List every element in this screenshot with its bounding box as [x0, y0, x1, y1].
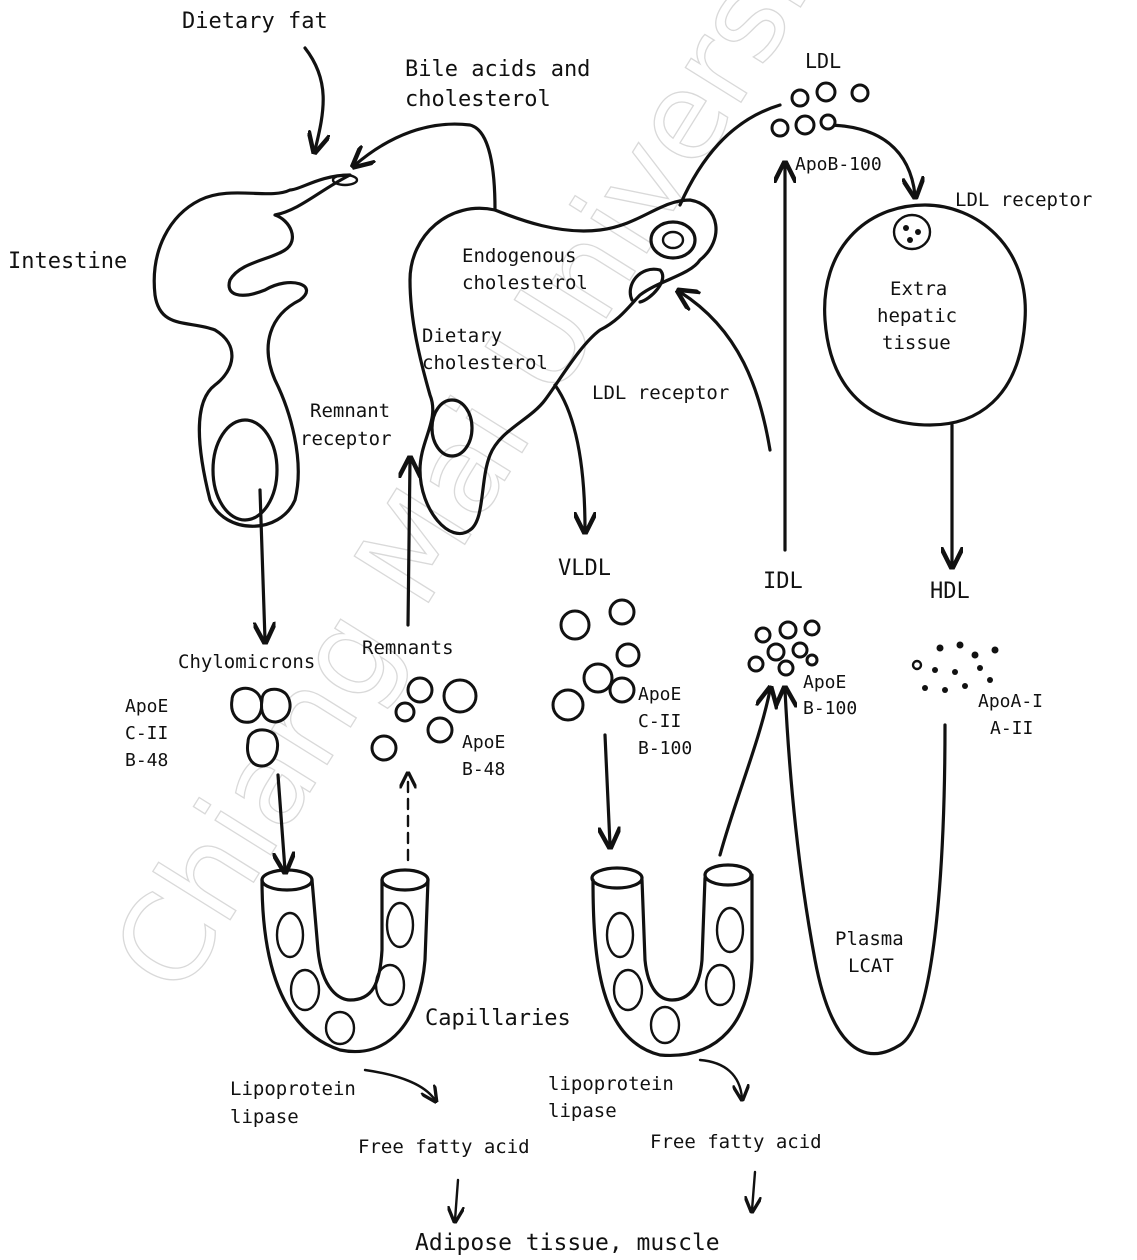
vldl-particles: [553, 600, 639, 720]
label-receptor: receptor: [300, 428, 392, 450]
capillary-left: [262, 870, 428, 1052]
label-capillaries: Capillaries: [425, 1006, 571, 1031]
label-hdl-apoa1: ApoA-I: [978, 691, 1043, 712]
label-apob100-top: ApoB-100: [795, 154, 882, 175]
label-hepatic: hepatic: [877, 305, 957, 327]
label-endogenous: Endogenous: [462, 245, 576, 267]
label-bile-cholesterol: cholesterol: [405, 87, 551, 112]
label-ldl-receptor-right: LDL receptor: [955, 189, 1092, 211]
arrow-dietary-fat: [305, 48, 323, 150]
label-idl-b100: B-100: [803, 698, 857, 719]
arrow-vldl-to-capillary: [605, 735, 610, 845]
label-idl: IDL: [763, 569, 803, 594]
label-ffa-right: Free fatty acid: [650, 1131, 822, 1153]
label-dietary: Dietary: [422, 325, 502, 347]
label-vldl-apoe: ApoE: [638, 684, 681, 705]
arrow-remnants-to-liver: [408, 460, 410, 625]
label-lcat: LCAT: [848, 955, 894, 977]
label-adipose: Adipose tissue, muscle: [415, 1230, 720, 1256]
label-ldl-top: LDL: [805, 49, 841, 73]
label-chylo-apoe: ApoE: [125, 696, 168, 717]
label-rem-apoe: ApoE: [462, 732, 505, 753]
capillary-right: [592, 865, 752, 1055]
watermark-text: Chiang Mai University: [87, 0, 900, 1015]
label-vldl-b100: B-100: [638, 738, 692, 759]
arrow-ffa-left: [365, 1070, 435, 1100]
label-lipase-left: lipase: [230, 1106, 299, 1128]
hdl-particles: [913, 642, 999, 694]
label-dietary-fat: Dietary fat: [182, 9, 328, 34]
label-lipase-right: lipase: [548, 1100, 617, 1122]
arrow-ffa-left-to-adipose: [455, 1180, 458, 1220]
label-dietary-cholesterol: cholesterol: [422, 352, 548, 374]
arrow-hdl-lcat-loop: [785, 690, 945, 1054]
label-tissue: tissue: [882, 332, 951, 354]
arrow-bile-acids: [355, 124, 495, 210]
watermark: Chiang Mai University: [87, 0, 900, 1015]
arrow-ffa-right-to-adipose: [752, 1172, 755, 1210]
label-plasma: Plasma: [835, 928, 904, 950]
label-vldl: VLDL: [558, 556, 611, 581]
label-endogenous-cholesterol: cholesterol: [462, 272, 588, 294]
label-lipoprotein-left: Lipoprotein: [230, 1078, 356, 1100]
label-ldl-receptor-mid: LDL receptor: [592, 382, 729, 404]
labels: Dietary fat Bile acids and cholesterol L…: [8, 9, 1092, 1256]
label-remnant: Remnant: [310, 400, 390, 422]
label-vldl-c2: C-II: [638, 711, 681, 732]
label-bile-acids: Bile acids and: [405, 57, 590, 82]
label-chylomicrons: Chylomicrons: [178, 651, 315, 673]
label-chylo-b48: B-48: [125, 750, 168, 771]
label-hdl: HDL: [930, 579, 970, 604]
label-rem-b48: B-48: [462, 759, 505, 780]
label-extra: Extra: [890, 278, 947, 300]
arrow-idl-to-liver: [680, 292, 770, 450]
intestine-shape: [154, 175, 350, 526]
label-ffa-left: Free fatty acid: [358, 1136, 530, 1158]
label-remnants: Remnants: [362, 637, 454, 659]
idl-particles: [749, 621, 819, 675]
label-lipoprotein-right: lipoprotein: [548, 1073, 674, 1095]
arrow-ffa-right: [700, 1060, 742, 1098]
arrow-capillary-to-idl: [720, 690, 770, 855]
label-idl-apoe: ApoE: [803, 672, 846, 693]
label-hdl-a2: A-II: [990, 718, 1033, 739]
label-intestine: Intestine: [8, 249, 127, 274]
label-chylo-c2: C-II: [125, 723, 168, 744]
